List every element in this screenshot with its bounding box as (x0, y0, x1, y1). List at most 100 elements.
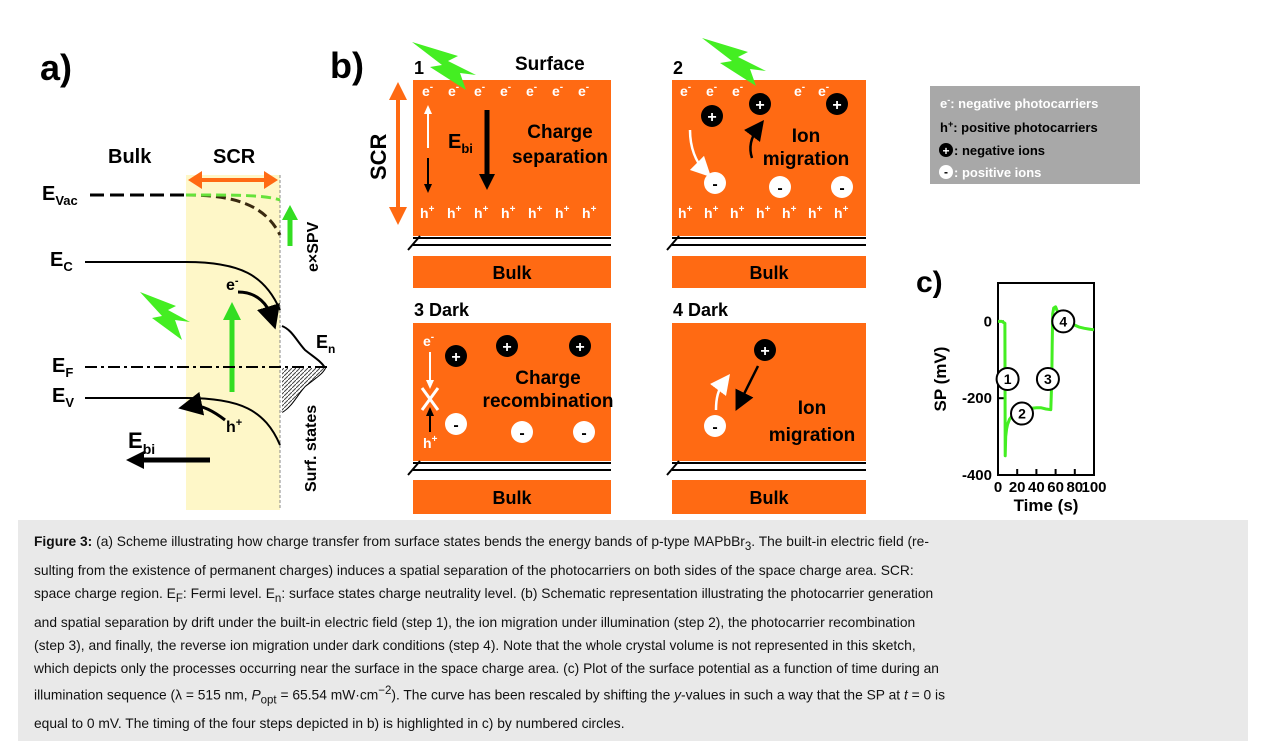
neg-ion-arrow (744, 119, 764, 159)
bulk-label-4: Bulk (749, 488, 789, 508)
y-axis-label: SP (mV) (931, 347, 950, 412)
x-tick-label: 40 (1028, 479, 1045, 496)
spv-label: e×SPV (305, 221, 322, 272)
spv-arrow-head (282, 205, 298, 220)
x-tick-label: 0 (994, 479, 1002, 496)
electrons-row-2: e- e- e- e- e- (680, 82, 829, 99)
electron-trap-arrow (237, 290, 280, 330)
bulk-label-1: Bulk (492, 263, 532, 283)
step-1-number: 1 (414, 58, 424, 78)
svg-text:-: - (944, 165, 948, 179)
excitation-arrow-head (223, 302, 241, 320)
ebi-label-a: Ebi (128, 428, 155, 457)
ion-migration-2a: Ion (792, 126, 821, 147)
figure-graphic: a) Bulk SCR EVac e×SPV EC e- EF En (40, 38, 1140, 515)
x-tick-label: 80 (1066, 479, 1083, 496)
en-label: En (316, 332, 335, 356)
step-marker-circle (995, 367, 1020, 391)
step-1-box: Bulk 1 Surface e- e- e- e- e- e- e- Ebi … (407, 42, 611, 288)
svg-text:e-: e- (818, 82, 829, 99)
svg-text:e-: e- (680, 82, 691, 99)
caption-line-3: space charge region. EF: Fermi level. En… (34, 585, 934, 605)
svg-text:-: - (712, 419, 717, 436)
legend-neg-photocarriers: e-: negative photocarriers (940, 95, 1098, 111)
step-marker-circle (1035, 367, 1060, 391)
positive-ions-2: - - - (704, 172, 853, 198)
step-marker-label: 3 (1044, 371, 1052, 387)
svg-text:+: + (942, 144, 949, 158)
ebi-arrow-a-head (126, 451, 144, 469)
svg-text:e-: e- (422, 82, 433, 99)
electrons-row-1: e- e- e- e- e- e- e- (422, 82, 589, 99)
svg-text:e-: e- (474, 82, 485, 99)
pos-ion-return-arrow (710, 373, 730, 411)
neg-ion-return-arrow (735, 365, 760, 411)
negative-ions-2: + + + (701, 93, 848, 127)
panel-a-label: a) (40, 47, 72, 88)
ebi-label-b: Ebi (448, 131, 473, 156)
negative-ion-4 (754, 339, 776, 361)
panel-c-label: c) (916, 266, 943, 299)
surf-states-label: Surf. states (303, 405, 320, 492)
legend-box: e-: negative photocarriers h+: positive … (930, 86, 1140, 184)
svg-text:e-: e- (500, 82, 511, 99)
svg-text:+: + (502, 339, 511, 356)
lightning-icon-1 (412, 42, 476, 90)
y-tick-label: -200 (962, 390, 992, 407)
step-marker-circle (1051, 309, 1076, 334)
y-tick-label: 0 (984, 313, 992, 330)
caption-line-6: which depicts only the processes occurri… (34, 660, 939, 676)
step-2-number: 2 (673, 58, 683, 78)
step-marker-label: 1 (1004, 371, 1012, 387)
svg-text:e-: e- (578, 82, 589, 99)
bulk-label-3: Bulk (492, 488, 532, 508)
caption-line-5: (step 3), and finally, the reverse ion m… (34, 637, 916, 653)
svg-text:-: - (777, 180, 782, 197)
svg-text:e-: e- (706, 82, 717, 99)
scr-vertical-arrow-top (389, 82, 407, 100)
svg-text:-: - (581, 425, 586, 442)
surface-label: Surface (515, 54, 585, 75)
caption-line-8: equal to 0 mV. The timing of the four st… (34, 715, 625, 731)
charge-recombination-1: Charge (515, 368, 580, 389)
ion-migration-4a: Ion (798, 398, 827, 419)
svg-text:+: + (760, 343, 769, 360)
step-4-label: 4 Dark (673, 300, 729, 320)
caption-line-2: sulting from the existence of permanent … (34, 562, 914, 578)
step-4-box: Bulk 4 Dark + - Ion migration (666, 300, 866, 514)
step-3-label: 3 Dark (414, 300, 470, 320)
svg-text:+: + (832, 97, 841, 114)
electron-3: e- (423, 332, 434, 349)
ec-band (85, 261, 281, 311)
svg-text:+: + (451, 349, 460, 366)
bulk-label: Bulk (108, 146, 152, 168)
ec-label: EC (50, 249, 73, 274)
lightning-icon-2 (702, 38, 766, 86)
step-3-box: Bulk 3 Dark e- h+ + + + Charge recombina… (407, 300, 614, 514)
positive-ion-4 (704, 415, 726, 437)
evac-label: EVac (42, 183, 78, 208)
hole-arrow (178, 391, 226, 422)
charge-separation-1: Charge (527, 122, 592, 143)
positive-ions-3: - - - (445, 413, 595, 443)
svg-text:-: - (453, 417, 458, 434)
svg-text:-: - (712, 176, 717, 193)
ion-migration-4b: migration (769, 425, 856, 446)
legend-pos-photocarriers: h+: positive photocarriers (940, 119, 1098, 135)
caption-line-4: and spatial separation by drift under th… (34, 614, 916, 630)
step-marker-circle (1010, 401, 1034, 426)
panel-b-label: b) (330, 45, 364, 86)
lightning-icon (140, 292, 190, 340)
charge-separation-2: separation (512, 147, 608, 168)
charge-recombination-2: recombination (483, 391, 614, 412)
x-tick-label: 60 (1047, 479, 1064, 496)
panel-a-hole: h+ (226, 417, 242, 436)
evac-bent-dark (185, 193, 282, 236)
scr-vertical-arrow-bottom (389, 207, 407, 225)
svg-text:+: + (755, 97, 764, 114)
panel-a-electron: e- (226, 275, 239, 294)
svg-text:+: + (575, 339, 584, 356)
svg-text:e-: e- (732, 82, 743, 99)
